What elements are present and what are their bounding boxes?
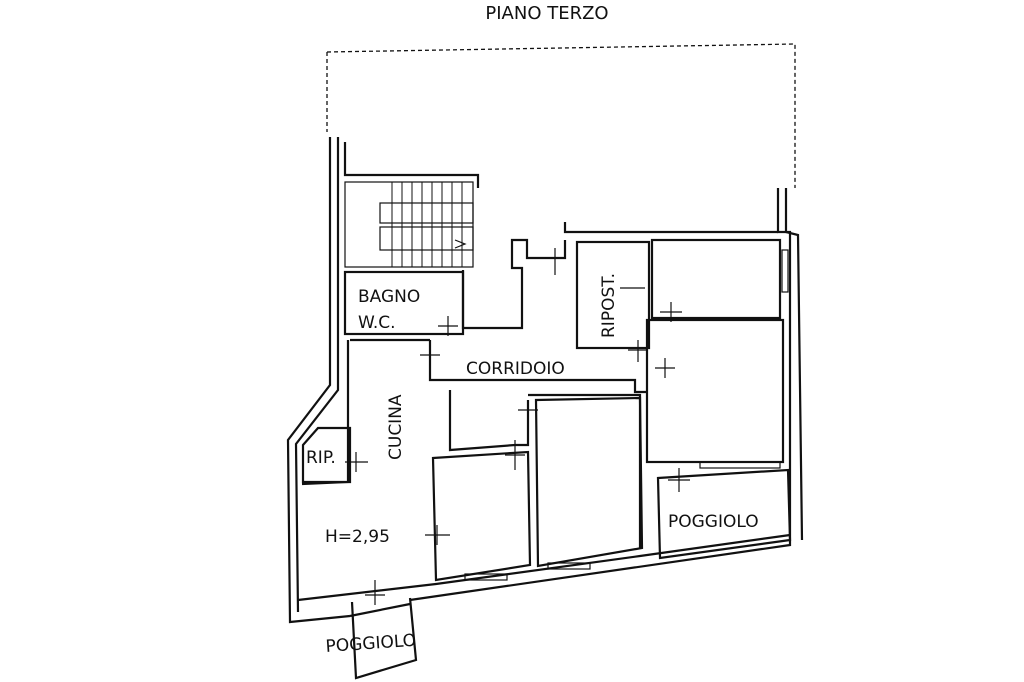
label-cucina: CUCINA bbox=[386, 394, 406, 460]
terrace-outline bbox=[326, 43, 796, 188]
stairwell bbox=[344, 181, 474, 268]
room-ripostiglio bbox=[575, 240, 651, 350]
label-corridoio: CORRIDOIO bbox=[466, 359, 565, 379]
label-rip: RIP. bbox=[306, 448, 336, 468]
label-poggiolo-right: POGGIOLO bbox=[668, 512, 759, 532]
balcony-bottom bbox=[350, 597, 418, 680]
label-ripostiglio: RIPOST. bbox=[599, 273, 619, 338]
label-height: H=2,95 bbox=[325, 527, 390, 547]
label-poggiolo-bottom: POGGIOLO bbox=[325, 631, 417, 657]
room-rip bbox=[301, 426, 352, 484]
door-marks bbox=[345, 248, 690, 605]
label-bagno: BAGNO bbox=[358, 287, 420, 307]
label-wc: W.C. bbox=[358, 313, 396, 333]
plan-title: PIANO TERZO bbox=[485, 3, 608, 24]
shaft bbox=[461, 238, 567, 330]
balcony-right bbox=[656, 468, 792, 560]
room-right-middle bbox=[645, 318, 785, 464]
room-lower-center bbox=[534, 396, 644, 568]
outer-walls bbox=[286, 137, 804, 624]
windows bbox=[464, 249, 789, 581]
room-lower-middle bbox=[431, 450, 532, 582]
room-right-upper bbox=[650, 238, 782, 320]
